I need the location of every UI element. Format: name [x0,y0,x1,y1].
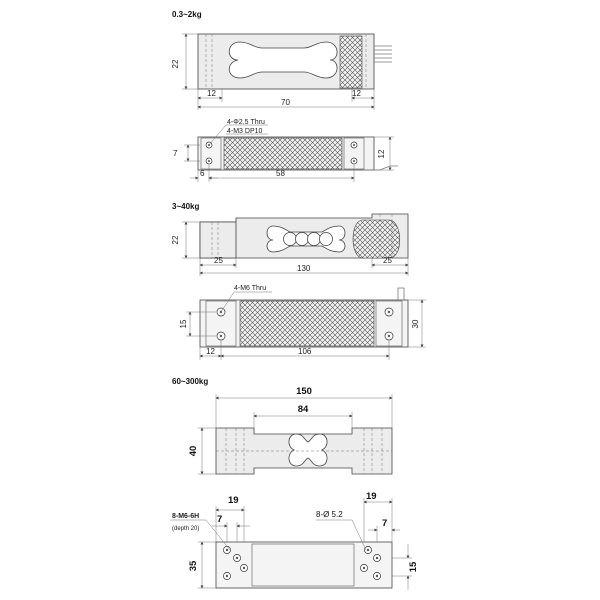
s1-side-length-dim: 70 [281,98,290,107]
s3-side-length-dim: 150 [296,386,312,397]
s3-right-w-dim: 19 [366,491,377,502]
s2-side-left-dim: 25 [214,256,223,265]
s2-top-edge-dim: 12 [206,347,215,356]
s3-left-o-dim: 7 [217,514,222,525]
s3-left-w-dim: 19 [228,495,239,506]
s3-right-o-dim: 7 [382,518,387,529]
s1-top-view [197,136,398,171]
s2-top-left-dim: 15 [179,319,188,328]
s3-bottom-view [215,541,393,589]
s1-side-left-dim: 12 [207,89,216,98]
s3-side-height-dim: 40 [188,446,199,457]
s3-left-depth-note: (depth 20) [172,526,199,532]
s1-hole-note-2: 4-M3 DP10 [227,128,263,135]
s1-top-left-dim: 7 [173,149,178,158]
s2-side-view [199,213,409,259]
s3-side-view [215,427,393,475]
s3-left-hole-note: 8-M6-6H [172,513,199,520]
s3-right-hole-note: 8-Ø 5.2 [316,510,343,519]
s2-side-height-dim: 22 [171,235,180,244]
s2-side-length-dim: 130 [297,264,311,273]
s3-left-h-dim: 35 [188,560,199,571]
s1-top-span-dim: 58 [276,169,285,178]
section-title-3: 60~300kg [172,377,208,386]
s1-hole-note-1: 4-Φ2.5 Thru [227,119,265,126]
s1-side-height-dim: 22 [171,59,180,68]
s1-top-edge-dim: 6 [200,169,205,178]
section-title-2: 3~40kg [172,202,199,211]
s2-top-span-dim: 106 [298,347,312,356]
s2-hole-note: 4-M6 Thru [234,285,266,292]
s2-side-right-dim: 25 [383,256,392,265]
s3-right-h-dim: 15 [408,561,419,572]
s1-top-right-dim: 12 [377,149,386,158]
section-title-1: 0.3~2kg [172,10,202,19]
s2-top-right-dim: 30 [411,319,420,328]
s2-top-view [199,287,409,348]
s3-side-window-dim: 84 [298,404,309,415]
s1-side-view [197,33,392,90]
s1-side-right-dim: 12 [352,89,361,98]
